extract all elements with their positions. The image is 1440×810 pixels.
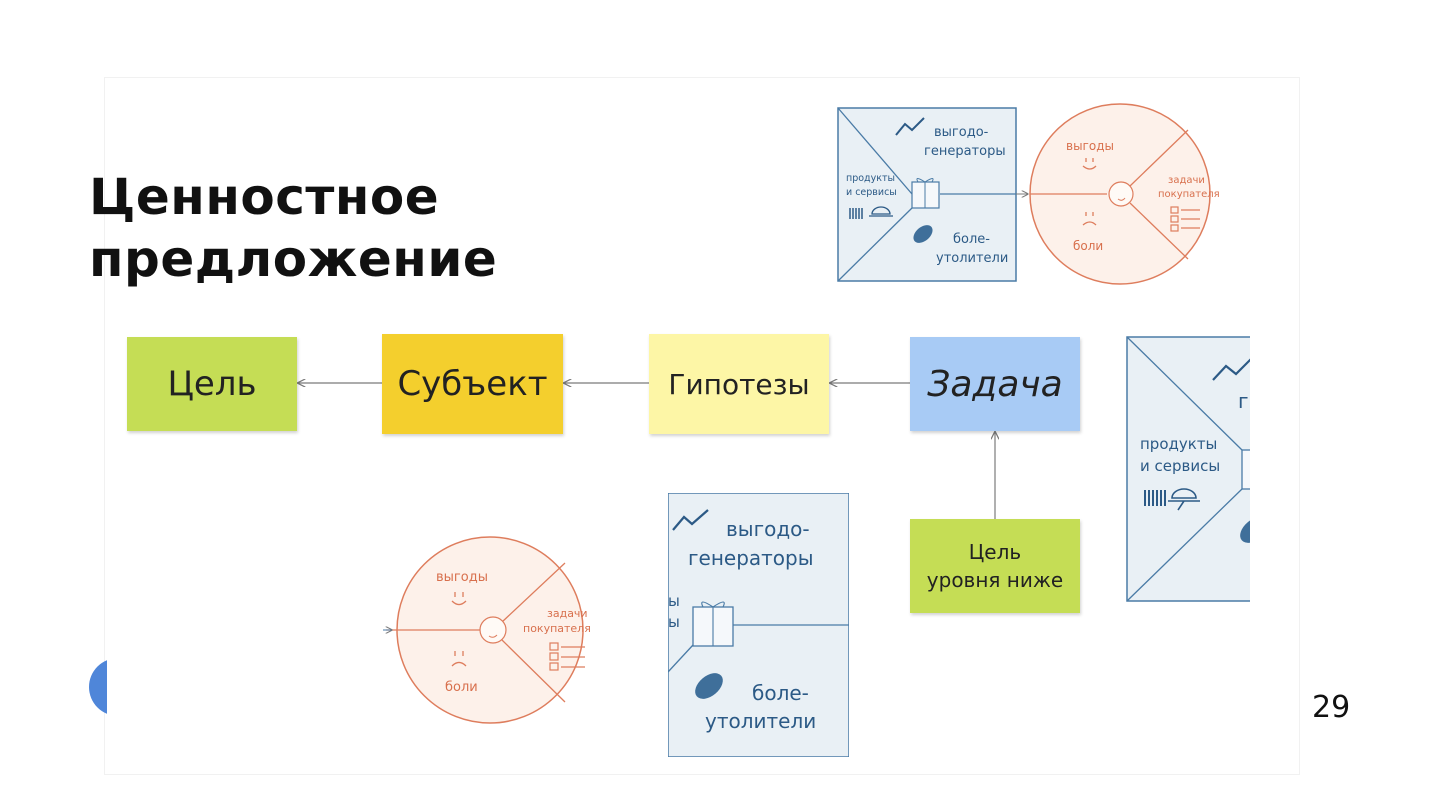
bottom-gains-label: выгоды — [436, 570, 488, 585]
svg-text:боли: боли — [445, 680, 478, 695]
svg-text:боли: боли — [1073, 239, 1103, 253]
svg-text:выгоды: выгоды — [436, 570, 488, 585]
sticky-lower-level-goal: Цель уровня ниже — [910, 519, 1080, 613]
service-bell-icon — [1168, 488, 1200, 511]
top-pains-label: боли — [1073, 239, 1103, 253]
customer-face-icon — [1108, 181, 1134, 207]
svg-text:задачи покупателя: задачи покупателя — [523, 607, 591, 635]
trend-up-icon — [1212, 358, 1250, 381]
svg-text:продукты и сервисы: продукты и сервисы — [1140, 435, 1222, 475]
top-value-map-square: выгодо- генераторы продукты и сервисы бо… — [837, 107, 1017, 282]
svg-text:выгодо- генераторы: выгодо- генераторы — [688, 517, 816, 570]
top-jobs-label-1: задачи — [1168, 175, 1205, 186]
frown-icon — [451, 651, 467, 667]
bottom-gain-creators-label-1: выгодо- — [726, 517, 810, 541]
slide-title: Ценностное предложение — [89, 166, 497, 290]
pill-icon — [695, 673, 723, 699]
bottom-jobs-label-1: задачи — [547, 607, 588, 620]
top-gain-creators-label-2: генераторы — [924, 144, 1006, 159]
svg-text:продукты и сервисы: продукты и сервисы — [846, 173, 898, 198]
svg-text:выгодо- генераторы: выгодо- генераторы — [924, 125, 1006, 159]
frown-icon — [1082, 212, 1097, 226]
svg-text:задачи покупателя: задачи покупателя — [1158, 175, 1220, 200]
slide-title-line-1: Ценностное — [89, 168, 440, 226]
smile-icon — [1082, 158, 1097, 170]
right-value-map-square: продукты и сервисы г — [1126, 336, 1250, 602]
top-gains-label: выгоды — [1066, 139, 1114, 153]
bottom-value-map-square: выгодо- генераторы боле- утолители ы ы — [668, 493, 849, 757]
gift-icon — [1241, 449, 1250, 490]
sticky-task-label: Задача — [927, 363, 1063, 405]
right-products-label-1: продукты — [1140, 435, 1217, 453]
sticky-goal: Цель — [127, 337, 297, 431]
svg-text:боле- утолители: боле- утолители — [936, 232, 1008, 266]
checklist-icon — [549, 642, 585, 671]
top-gain-creators-label-1: выгодо- — [934, 125, 989, 140]
customer-face-icon — [479, 616, 507, 644]
bottom-jobs-label-2: покупателя — [523, 622, 591, 635]
top-customer-profile-circle: выгоды задачи покупателя боли — [1029, 103, 1220, 285]
top-products-label-2: и сервисы — [846, 187, 897, 198]
sticky-subject: Субъект — [382, 334, 563, 434]
page-number: 29 — [1312, 690, 1351, 725]
sticky-task: Задача — [910, 337, 1080, 431]
svg-text:боле- утолители: боле- утолители — [705, 681, 816, 733]
top-pain-relievers-label-2: утолители — [936, 251, 1008, 266]
pill-icon — [1240, 517, 1250, 543]
top-pain-relievers-label-1: боле- — [953, 232, 990, 247]
sticky-hypotheses: Гипотезы — [649, 334, 829, 434]
sticky-hypotheses-label: Гипотезы — [668, 367, 810, 401]
sticky-subject-label: Субъект — [397, 364, 548, 404]
pill-icon — [913, 225, 933, 243]
svg-text:выгоды: выгоды — [1066, 139, 1114, 153]
top-jobs-label-2: покупателя — [1158, 189, 1220, 200]
right-products-label-2: и сервисы — [1140, 457, 1220, 475]
bottom-pain-relievers-label-1: боле- — [752, 681, 809, 705]
sticky-goal-label: Цель — [167, 364, 257, 404]
bottom-customer-profile-circle: выгоды задачи покупателя боли — [386, 536, 591, 724]
bottom-gain-creators-label-2: генераторы — [688, 546, 814, 570]
top-products-label-1: продукты — [846, 173, 895, 184]
svg-text:ы ы: ы ы — [668, 592, 685, 631]
svg-text:г: г — [1238, 389, 1249, 413]
checklist-icon — [1170, 206, 1200, 232]
slide-title-line-2: предложение — [89, 230, 498, 288]
barcode-icon — [849, 208, 863, 219]
trend-up-icon — [895, 117, 925, 136]
brand-logo-icon — [89, 658, 107, 716]
bottom-pains-label: боли — [445, 680, 478, 695]
trend-up-icon — [672, 509, 709, 531]
sticky-lower-level-goal-label: Цель уровня ниже — [926, 540, 1064, 592]
bottom-pain-relievers-label-2: утолители — [705, 709, 816, 733]
service-bell-icon — [869, 206, 893, 217]
barcode-icon — [1144, 490, 1166, 506]
smile-icon — [451, 592, 467, 606]
